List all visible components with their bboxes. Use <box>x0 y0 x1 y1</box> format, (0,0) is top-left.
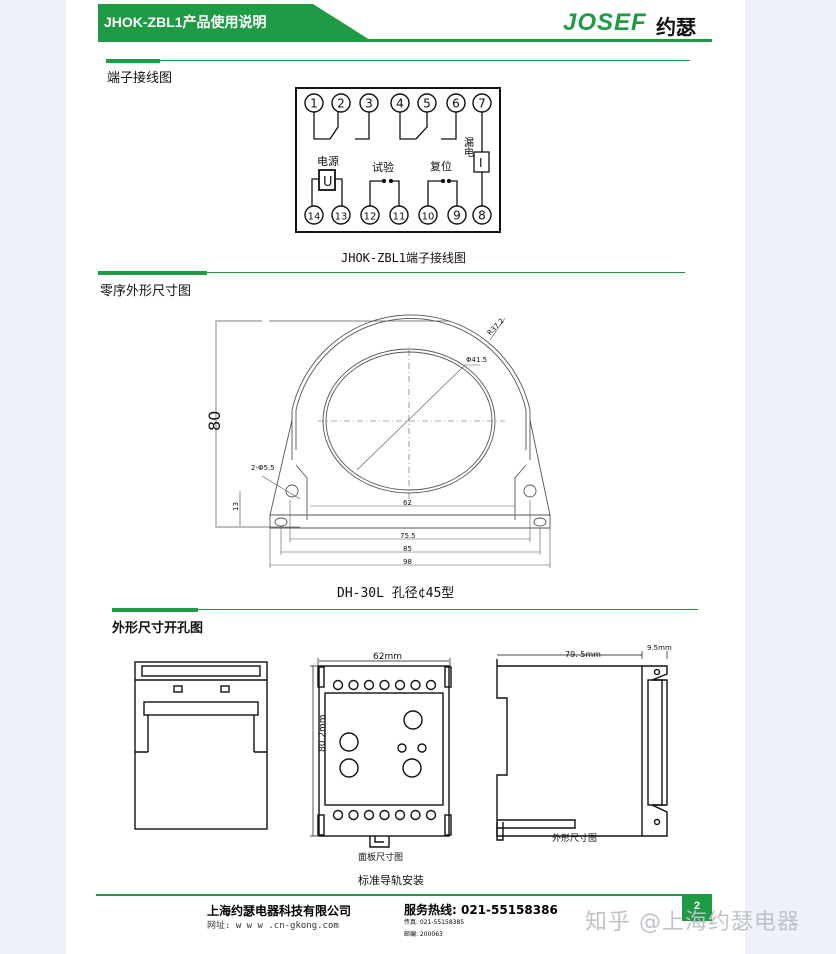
logo-cn: 约瑟 <box>656 15 696 39</box>
dim-hole-height: 13 <box>232 502 240 511</box>
terminal-5: 5 <box>417 93 437 113</box>
section-rule-accent <box>98 271 207 275</box>
dim-holes: 2-Φ5.5 <box>251 464 275 472</box>
panel-terminal-hole <box>348 809 359 821</box>
terminal-7: 7 <box>472 93 492 113</box>
terminal-1: 1 <box>304 93 324 113</box>
svg-text:5: 5 <box>423 97 431 111</box>
footer-fax: 传真: 021-55158385 <box>404 919 465 926</box>
panel-width: 62mm <box>373 652 402 662</box>
panel-terminal-hole <box>394 679 406 691</box>
dim-height: 80 <box>205 411 224 431</box>
panel-terminal-hole <box>379 809 390 821</box>
front-view <box>134 661 268 830</box>
footer-postcode: 邮编: 200063 <box>404 931 443 938</box>
svg-text:3: 3 <box>365 97 373 111</box>
panel-terminal-hole <box>425 679 437 691</box>
terminal-4: 4 <box>390 93 410 113</box>
section-rule-accent <box>112 608 198 612</box>
terminal-labels: 电源 U 试验 复位 漏电 I <box>317 137 483 190</box>
rail-caption: 标准导轨安装 <box>358 873 424 887</box>
section-rule <box>98 272 685 273</box>
terminal-10: 10 <box>418 205 438 225</box>
svg-text:13: 13 <box>335 212 348 223</box>
section-title-outline: 外形尺寸开孔图 <box>112 621 204 636</box>
terminal-diagram <box>295 87 501 233</box>
svg-text:14: 14 <box>308 212 321 223</box>
leak-label: 漏电 <box>462 137 474 157</box>
svg-text:12: 12 <box>364 212 377 223</box>
svg-text:1: 1 <box>310 97 318 111</box>
power-symbol: U <box>323 175 333 190</box>
dim-w3: 98 <box>403 558 412 566</box>
panel-label: 面板尺寸图 <box>358 851 403 863</box>
test-label: 试验 <box>372 160 394 174</box>
footer-company: 上海约瑟电器科技有限公司 <box>207 904 352 918</box>
panel-terminal-hole <box>425 809 437 821</box>
svg-text:11: 11 <box>393 212 406 223</box>
watermark: 知乎 @上海约瑟电器 <box>585 910 800 935</box>
side-depth: 79. 5mm <box>565 650 601 659</box>
ct-dimensions: 80 R37.2 Φ41.5 2-Φ5.5 13 62 75.5 85 98 <box>205 317 506 566</box>
svg-text:10: 10 <box>422 212 435 223</box>
side-view <box>496 651 668 841</box>
panel-terminal-hole <box>363 809 375 821</box>
panel-terminal-hole <box>348 679 359 691</box>
terminal-12: 12 <box>360 205 380 225</box>
dim-w2: 85 <box>403 545 412 553</box>
section-title-terminal: 端子接线图 <box>107 71 173 86</box>
svg-text:4: 4 <box>396 97 404 111</box>
dim-diameter: Φ41.5 <box>466 356 487 364</box>
page-number: 2 <box>682 895 712 921</box>
doc-title: JHOK-ZBL1产品使用说明 <box>104 14 267 30</box>
section-rule <box>112 609 698 610</box>
svg-text:2: 2 <box>337 97 345 111</box>
footer-hotline: 服务热线: 021-55158386 <box>404 903 558 917</box>
svg-text:8: 8 <box>478 209 486 223</box>
terminal-6: 6 <box>446 93 466 113</box>
panel-terminal-hole <box>332 809 344 821</box>
panel-terminal-hole <box>410 679 421 691</box>
section-rule <box>106 60 690 61</box>
footer-rule <box>96 894 712 896</box>
ct-drawing <box>215 314 551 568</box>
dim-w1: 75.5 <box>400 532 416 540</box>
side-extra: 9.5mm <box>647 644 672 652</box>
dim-inner: 62 <box>403 499 412 507</box>
terminal-14: 14 <box>304 205 324 225</box>
panel-terminal-hole <box>363 679 375 691</box>
svg-text:9: 9 <box>453 209 461 223</box>
ct-caption: DH-30L 孔径¢45型 <box>337 586 454 601</box>
terminal-11: 11 <box>389 205 409 225</box>
terminal-caption: JHOK-ZBL1端子接线图 <box>341 250 466 265</box>
terminal-3: 3 <box>359 93 379 113</box>
terminal-2: 2 <box>331 93 351 113</box>
svg-text:7: 7 <box>478 97 486 111</box>
panel-terminal-hole <box>394 809 406 821</box>
josef-logo: JOSEF <box>563 9 647 36</box>
dim-radius: R37.2 <box>486 317 506 337</box>
power-label: 电源 <box>317 154 339 168</box>
panel-terminal-hole <box>379 679 390 691</box>
terminal-13: 13 <box>331 205 351 225</box>
panel-terminal-hole <box>410 809 421 821</box>
panel-height: 80.2mm <box>318 714 328 752</box>
panel-terminal-hole <box>332 679 344 691</box>
footer-website: 网址: w w w .cn-gkong.com <box>207 921 339 931</box>
header-rule <box>98 39 712 42</box>
section-title-ct: 零序外形尺寸图 <box>100 284 192 299</box>
svg-text:6: 6 <box>452 97 460 111</box>
document-page <box>66 0 745 954</box>
terminal-9: 9 <box>447 205 467 225</box>
section-rule-accent <box>106 59 160 63</box>
side-label: 外形尺寸图 <box>552 832 597 844</box>
leak-symbol: I <box>479 156 483 170</box>
reset-label: 复位 <box>430 159 452 173</box>
terminal-8: 8 <box>472 205 492 225</box>
panel-view <box>310 658 452 848</box>
